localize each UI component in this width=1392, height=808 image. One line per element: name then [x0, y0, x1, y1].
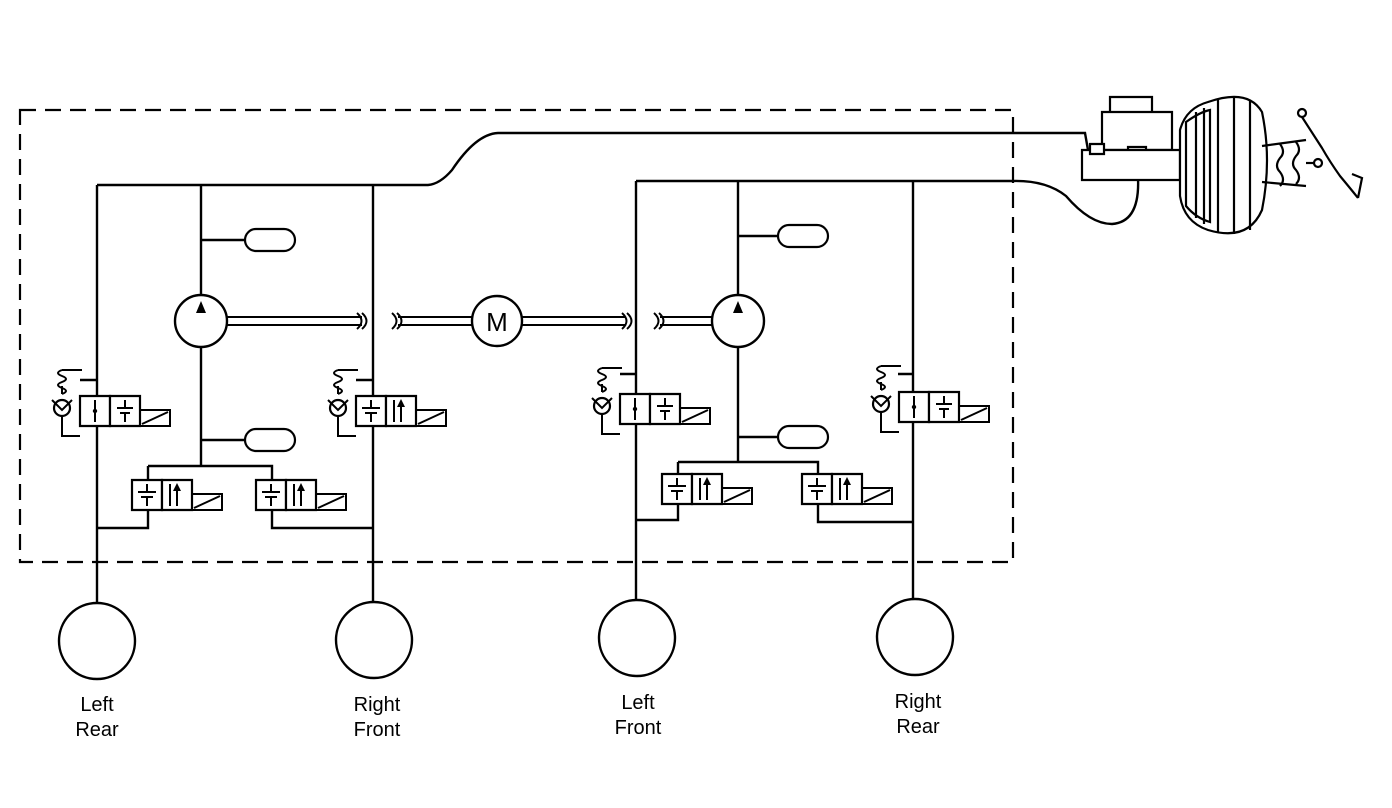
solenoid-valve-icon: [590, 366, 712, 436]
wheel-label-line2: Rear: [896, 716, 940, 738]
accumulator-icon: [776, 424, 830, 450]
wheel-brake-right-front: Right Front: [336, 602, 412, 741]
wheel-label-line1: Right: [354, 694, 401, 716]
accumulator-icon: [243, 227, 297, 253]
wheel-label-line2: Front: [615, 717, 662, 739]
pump-icon: [173, 293, 229, 349]
solenoid-valve-icon: [660, 472, 754, 506]
wheel-brake-left-rear: Left Rear: [59, 603, 135, 741]
wheel-label-line1: Left: [621, 692, 655, 714]
pump-icon: [710, 293, 766, 349]
solenoid-valve-icon: [800, 472, 894, 506]
solenoid-valve-icon: [326, 368, 448, 438]
motor-drive-shaft: [227, 313, 712, 329]
wheel-brake-left-front: Left Front: [599, 600, 675, 739]
accumulator-icon: [776, 223, 830, 249]
wheel-brake-right-rear: Right Rear: [877, 599, 953, 738]
wheel-label-line2: Rear: [75, 719, 119, 741]
wheel-brake-icon: [59, 603, 135, 679]
wheel-label-line1: Left: [80, 694, 114, 716]
solenoid-valve-icon: [254, 478, 348, 512]
wheel-brake-icon: [877, 599, 953, 675]
master-cylinder-icon: [1082, 97, 1180, 180]
brake-booster-icon: [1180, 97, 1306, 234]
wheel-label-line2: Front: [354, 719, 401, 741]
wheel-brake-icon: [336, 602, 412, 678]
hydraulic-unit-housing: [20, 110, 1013, 562]
solenoid-valve-icon: [50, 368, 172, 438]
wheel-label-line1: Right: [895, 691, 942, 713]
solenoid-valve-icon: [869, 364, 991, 434]
motor-icon: M: [472, 296, 522, 346]
wheel-brake-icon: [599, 600, 675, 676]
circuit-2-supply-line: [636, 178, 1138, 224]
brake-pedal-icon: [1298, 109, 1362, 198]
accumulator-icon: [243, 427, 297, 453]
solenoid-valve-icon: [130, 478, 224, 512]
motor-label: M: [486, 307, 508, 337]
circuit-1-supply-line: [97, 133, 1088, 185]
